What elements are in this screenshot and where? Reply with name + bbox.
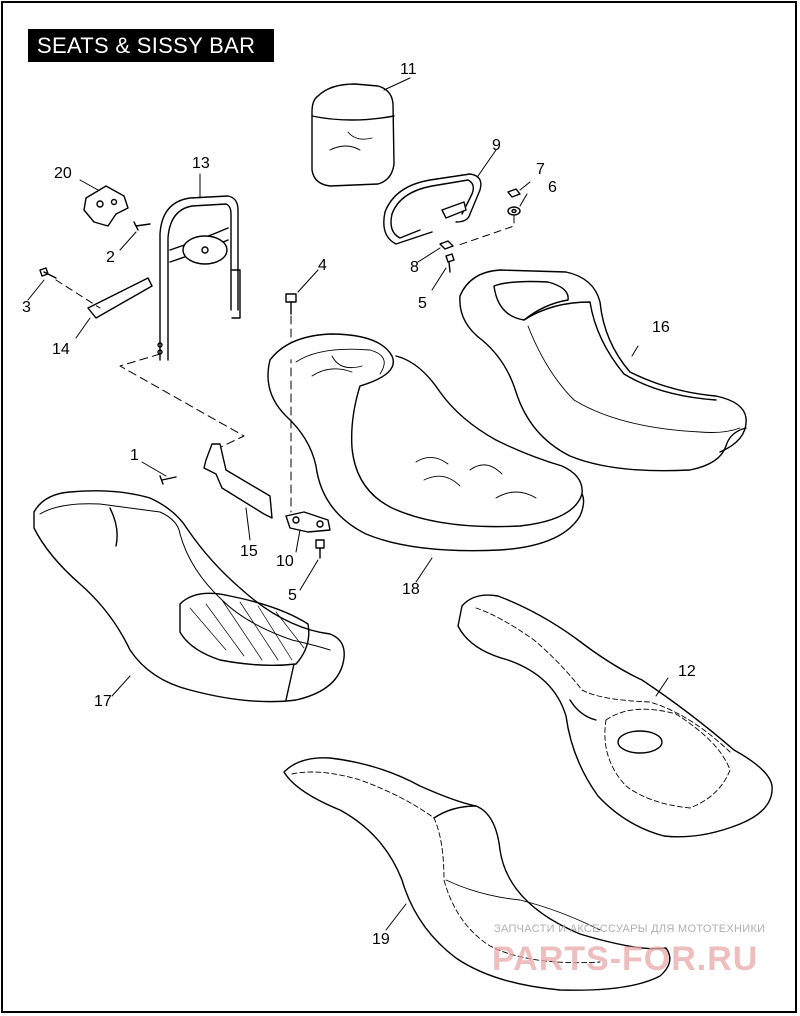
callout-13: 13 (192, 155, 210, 172)
callout-19: 19 (372, 931, 390, 948)
part-11-backrest-pad (311, 83, 395, 187)
bolt-5-lower (315, 539, 325, 559)
callout-18: 18 (402, 581, 420, 598)
callout-leader-lines (27, 77, 669, 931)
callout-4: 4 (318, 257, 327, 274)
callout-2: 2 (106, 249, 115, 266)
callout-7: 7 (536, 161, 545, 178)
callout-11: 11 (400, 61, 417, 78)
part-16-two-up-seat (459, 269, 747, 472)
callout-17: 17 (94, 693, 112, 710)
part-17-low-profile-seat (33, 490, 345, 703)
callout-6: 6 (548, 179, 557, 196)
part-12-slim-seat (457, 594, 773, 838)
callout-3: 3 (22, 299, 31, 316)
part-14-side-plate (55, 277, 153, 319)
callout-14: 14 (52, 341, 70, 358)
watermark-tagline: ЗАПЧАСТИ И АКСЕССУАРЫ ДЛЯ МОТОТЕХНИКИ (494, 923, 765, 935)
callout-9: 9 (492, 137, 501, 154)
callout-12: 12 (678, 663, 696, 680)
callout-16: 16 (652, 319, 670, 336)
part-13-sissy-bar (157, 195, 241, 361)
callout-8: 8 (410, 259, 419, 276)
callout-5-upper: 5 (418, 295, 427, 312)
strap-hardware (439, 188, 521, 273)
callout-10: 10 (276, 553, 294, 570)
part-9-backrest-strap (383, 173, 482, 245)
part-10-clip-bracket (285, 511, 331, 533)
part-20-bracket (83, 185, 129, 227)
callout-1: 1 (130, 447, 139, 464)
callout-5-lower: 5 (288, 587, 297, 604)
watermark: ЗАПЧАСТИ И АКСЕССУАРЫ ДЛЯ МОТОТЕХНИКИ PA… (492, 923, 765, 978)
callout-labels: 11 9 7 6 8 5 4 13 20 2 3 14 1 15 10 5 18… (22, 61, 696, 948)
bolt-1 (159, 475, 177, 485)
part-19-long-seat (283, 757, 671, 991)
bolts-2-3 (39, 221, 151, 279)
part-18-touring-seat (267, 333, 585, 552)
callout-20: 20 (54, 165, 72, 182)
bolt-4 (285, 293, 297, 315)
part-15-seat-bracket (203, 443, 273, 519)
callout-15: 15 (240, 543, 258, 560)
watermark-brand: PARTS-FOR.RU (492, 940, 758, 978)
page-title: SEATS & SISSY BAR (28, 29, 274, 62)
assembly-line-bar-to-bracket (119, 353, 245, 453)
